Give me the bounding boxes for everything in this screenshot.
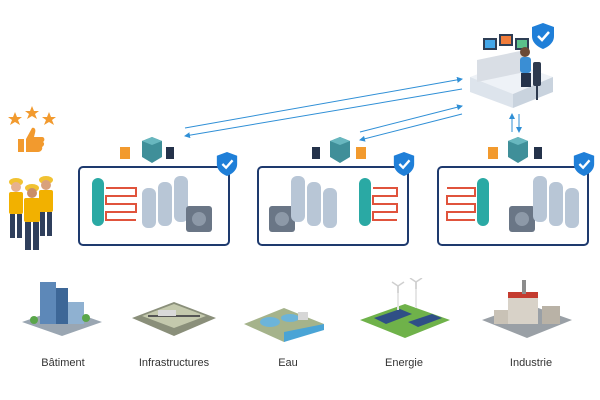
equipment-panel-1 [78, 166, 230, 246]
arrow-panel2-to-operator [359, 104, 463, 133]
arrow-operator-to-panel1 [184, 88, 463, 139]
sector-label-industrie: Industrie [509, 357, 553, 369]
energy-sector-icon [360, 278, 450, 338]
shield-check-icon [530, 22, 556, 50]
sector-label-batiment: Bâtiment [41, 357, 85, 369]
shield-check-icon [573, 152, 595, 176]
industry-sector-icon [482, 280, 572, 338]
infrastructure-sector-icon [132, 302, 216, 336]
sector-label-energie: Energie [385, 357, 423, 369]
cube-gateway-icon [120, 137, 174, 163]
cube-gateway-icon [312, 137, 366, 163]
equipment-panel-3 [437, 166, 589, 246]
sector-label-infrastructures: Infrastructures [138, 357, 210, 369]
water-sector-icon [244, 308, 324, 342]
maintenance-team-icon [2, 168, 62, 258]
stars-thumbs-up-icon [4, 106, 60, 162]
sector-label-eau: Eau [278, 357, 298, 369]
building-sector-icon [22, 282, 102, 336]
arrow-panel1-to-operator [184, 76, 463, 129]
arrow-operator-to-panel2 [359, 113, 463, 142]
cube-gateway-icon [488, 137, 542, 163]
equipment-panel-2 [257, 166, 409, 246]
supervision-workstation-icon [465, 22, 555, 110]
shield-check-icon [393, 152, 415, 176]
shield-check-icon [216, 152, 238, 176]
